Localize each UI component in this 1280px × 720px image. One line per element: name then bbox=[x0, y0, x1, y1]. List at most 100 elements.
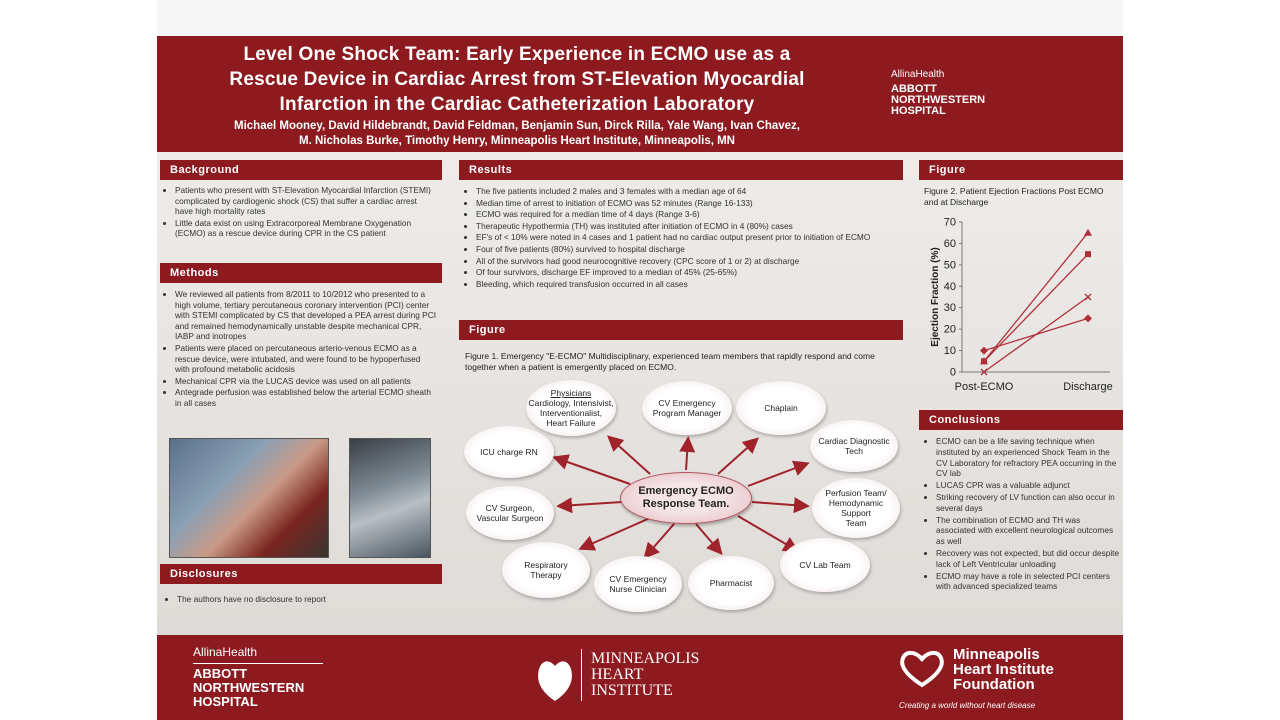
results-list: The five patients included 2 males and 3… bbox=[462, 186, 894, 289]
disclosures-list: The authors have no disclosure to report bbox=[163, 594, 438, 605]
list-item: All of the survivors had good neurocogni… bbox=[476, 256, 894, 267]
center-line: Response Team. bbox=[642, 498, 730, 510]
arrow bbox=[695, 523, 723, 556]
y-tick-label: 20 bbox=[944, 324, 956, 336]
list-item: Four of five patients (80%) survived to … bbox=[476, 244, 894, 255]
figure2-heading: Figure bbox=[919, 160, 1123, 180]
methods-heading: Methods bbox=[160, 263, 442, 283]
abbott-logo: AllinaHealth ABBOTT NORTHWESTERN HOSPITA… bbox=[891, 69, 985, 117]
chaplain-node: Chaplain bbox=[736, 381, 826, 435]
arrow bbox=[717, 437, 759, 475]
cv-lab-team-node: CV Lab Team bbox=[780, 538, 870, 592]
series-line bbox=[983, 253, 1089, 362]
node-line: CV Emergency bbox=[609, 574, 667, 584]
footer-mhif-line: Foundation bbox=[953, 676, 1035, 693]
node-line: CV Emergency bbox=[658, 398, 716, 408]
y-tick-label: 0 bbox=[950, 367, 956, 379]
pharmacist-node: Pharmacist bbox=[688, 556, 774, 610]
y-tick-label: 10 bbox=[944, 345, 956, 357]
title-line: Level One Shock Team: Early Experience i… bbox=[243, 44, 791, 65]
y-tick-label: 60 bbox=[944, 238, 956, 250]
author-line: Michael Mooney, David Hildebrandt, David… bbox=[234, 120, 800, 132]
center-line: Emergency ECMO bbox=[638, 485, 734, 497]
physicians-node: Physicians Cardiology, Intensivist, Inte… bbox=[526, 380, 616, 436]
allina-text: AllinaHealth bbox=[891, 69, 945, 80]
arrow bbox=[751, 497, 810, 514]
footer-abbott-logo: AllinaHealth ABBOTT NORTHWESTERN HOSPITA… bbox=[193, 645, 323, 709]
abbott-line: NORTHWESTERN bbox=[891, 94, 986, 106]
y-tick-label: 30 bbox=[944, 302, 956, 314]
background-heading: Background bbox=[160, 160, 442, 180]
list-item: Patients were placed on percutaneous art… bbox=[175, 343, 436, 375]
figure1-heading: Figure bbox=[459, 320, 903, 340]
footer-heart-organ-icon bbox=[538, 661, 572, 701]
cardiac-diagnostic-node: Cardiac Diagnostic Tech bbox=[810, 420, 898, 472]
cv-surgeon-node: CV Surgeon, Vascular Surgeon bbox=[466, 486, 554, 540]
node-line: Support bbox=[841, 508, 871, 518]
top-strip bbox=[157, 0, 1123, 36]
list-item: Therapeutic Hypothermia (TH) was institu… bbox=[476, 221, 894, 232]
disclosures-heading: Disclosures bbox=[160, 564, 442, 584]
list-item: ECMO can be a life saving technique when… bbox=[936, 436, 1120, 479]
footer-mhif-tagline: Creating a world without heart disease bbox=[899, 701, 1036, 710]
list-item: EF's of < 10% were noted in 4 cases and … bbox=[476, 232, 894, 243]
cv-emergency-pm-node: CV Emergency Program Manager bbox=[642, 381, 732, 435]
node-line: Perfusion Team/ bbox=[825, 488, 887, 498]
icu-charge-rn-node: ICU charge RN bbox=[464, 426, 554, 478]
background-list: Patients who present with ST-Elevation M… bbox=[161, 185, 436, 239]
list-item: Mechanical CPR via the LUCAS device was … bbox=[175, 376, 436, 387]
node-line: Cardiac Diagnostic bbox=[818, 436, 890, 446]
footer-allina-text: AllinaHealth bbox=[193, 645, 258, 659]
y-tick-label: 70 bbox=[944, 217, 956, 229]
conclusions-content: ECMO can be a life saving technique when… bbox=[922, 436, 1120, 593]
footer-mhif-line: Minneapolis bbox=[953, 646, 1040, 663]
procedure-photo bbox=[169, 438, 329, 558]
data-point bbox=[1084, 228, 1092, 236]
node-line: Nurse Clinician bbox=[609, 584, 667, 594]
node-line: Program Manager bbox=[652, 408, 722, 418]
y-tick-label: 40 bbox=[944, 281, 956, 293]
respiratory-therapy-node: Respiratory Therapy bbox=[502, 542, 590, 598]
node-line: CV Surgeon, bbox=[485, 503, 535, 513]
node-line: ICU charge RN bbox=[480, 447, 538, 457]
list-item: Bleeding, which required transfusion occ… bbox=[476, 279, 894, 290]
author-list: Michael Mooney, David Hildebrandt, David… bbox=[167, 119, 867, 149]
node-line: CV Lab Team bbox=[799, 560, 851, 570]
node-line: Vascular Surgeon bbox=[476, 513, 544, 523]
diagram-arrows bbox=[552, 435, 810, 560]
figure2-caption: Figure 2. Patient Ejection Fractions Pos… bbox=[924, 186, 1104, 207]
footer-abbott-line: HOSPITAL bbox=[193, 694, 258, 709]
disclosures-content: The authors have no disclosure to report bbox=[163, 594, 438, 606]
arrow bbox=[578, 517, 651, 551]
node-line: Interventionalist, bbox=[540, 408, 602, 418]
data-point bbox=[981, 358, 987, 365]
list-item: LUCAS CPR was a valuable adjunct bbox=[936, 480, 1120, 491]
node-line: Cardiology, Intensivist, bbox=[528, 398, 614, 408]
results-heading: Results bbox=[459, 160, 903, 180]
title-line: Infarction in the Cardiac Catheterizatio… bbox=[279, 94, 755, 115]
ecmo-team-diagram: Emergency ECMO Response Team. Physicians… bbox=[460, 378, 904, 614]
figure1-caption: Figure 1. Emergency "E-ECMO" Multidiscip… bbox=[465, 351, 875, 372]
emergency-ecmo-center-node: Emergency ECMO Response Team. bbox=[620, 472, 752, 524]
series-line bbox=[983, 317, 1089, 352]
footer-abbott-line: ABBOTT bbox=[193, 666, 248, 681]
author-line: M. Nicholas Burke, Timothy Henry, Minnea… bbox=[298, 135, 735, 147]
arrow bbox=[679, 436, 696, 471]
y-tick-label: 50 bbox=[944, 259, 956, 271]
poster-header: Level One Shock Team: Early Experience i… bbox=[157, 36, 1123, 152]
list-item: Of four survivors, discharge EF improved… bbox=[476, 267, 894, 278]
y-axis-label: Ejection Fraction (%) bbox=[930, 247, 941, 346]
list-item: ECMO may have a role in selected PCI cen… bbox=[936, 571, 1120, 593]
list-item: Patients who present with ST-Elevation M… bbox=[175, 185, 436, 217]
arrow bbox=[607, 435, 651, 475]
list-item: Recovery was not expected, but did occur… bbox=[936, 548, 1120, 570]
physicians-heading: Physicians bbox=[550, 388, 592, 398]
list-item: ECMO was required for a median time of 4… bbox=[476, 209, 894, 220]
list-item: Median time of arrest to initiation of E… bbox=[476, 198, 894, 209]
node-line: Therapy bbox=[530, 570, 562, 580]
data-point bbox=[1084, 293, 1092, 301]
poster-title: Level One Shock Team: Early Experience i… bbox=[167, 42, 867, 117]
x-tick-label: Post-ECMO bbox=[955, 381, 1014, 393]
arrow bbox=[552, 454, 631, 485]
